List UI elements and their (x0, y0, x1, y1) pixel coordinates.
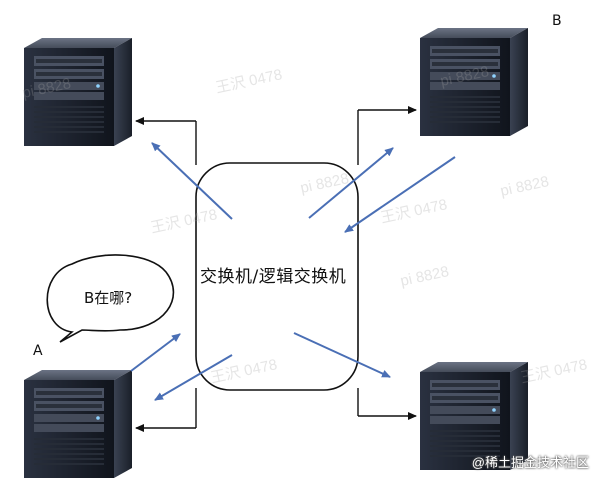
blue-arrows (130, 142, 456, 401)
source-watermark: @稀土掘金技术社区 (471, 455, 589, 470)
speech-bubble (46, 254, 175, 343)
speech-bubble-text: B在哪? (84, 289, 133, 307)
black-links (135, 106, 417, 432)
switch-box (195, 162, 359, 391)
server-bottom-left (24, 370, 132, 478)
host-b-label: B (552, 13, 562, 29)
switch-label: 交换机/逻辑交换机 (200, 267, 347, 287)
host-a-label: A (33, 343, 43, 359)
